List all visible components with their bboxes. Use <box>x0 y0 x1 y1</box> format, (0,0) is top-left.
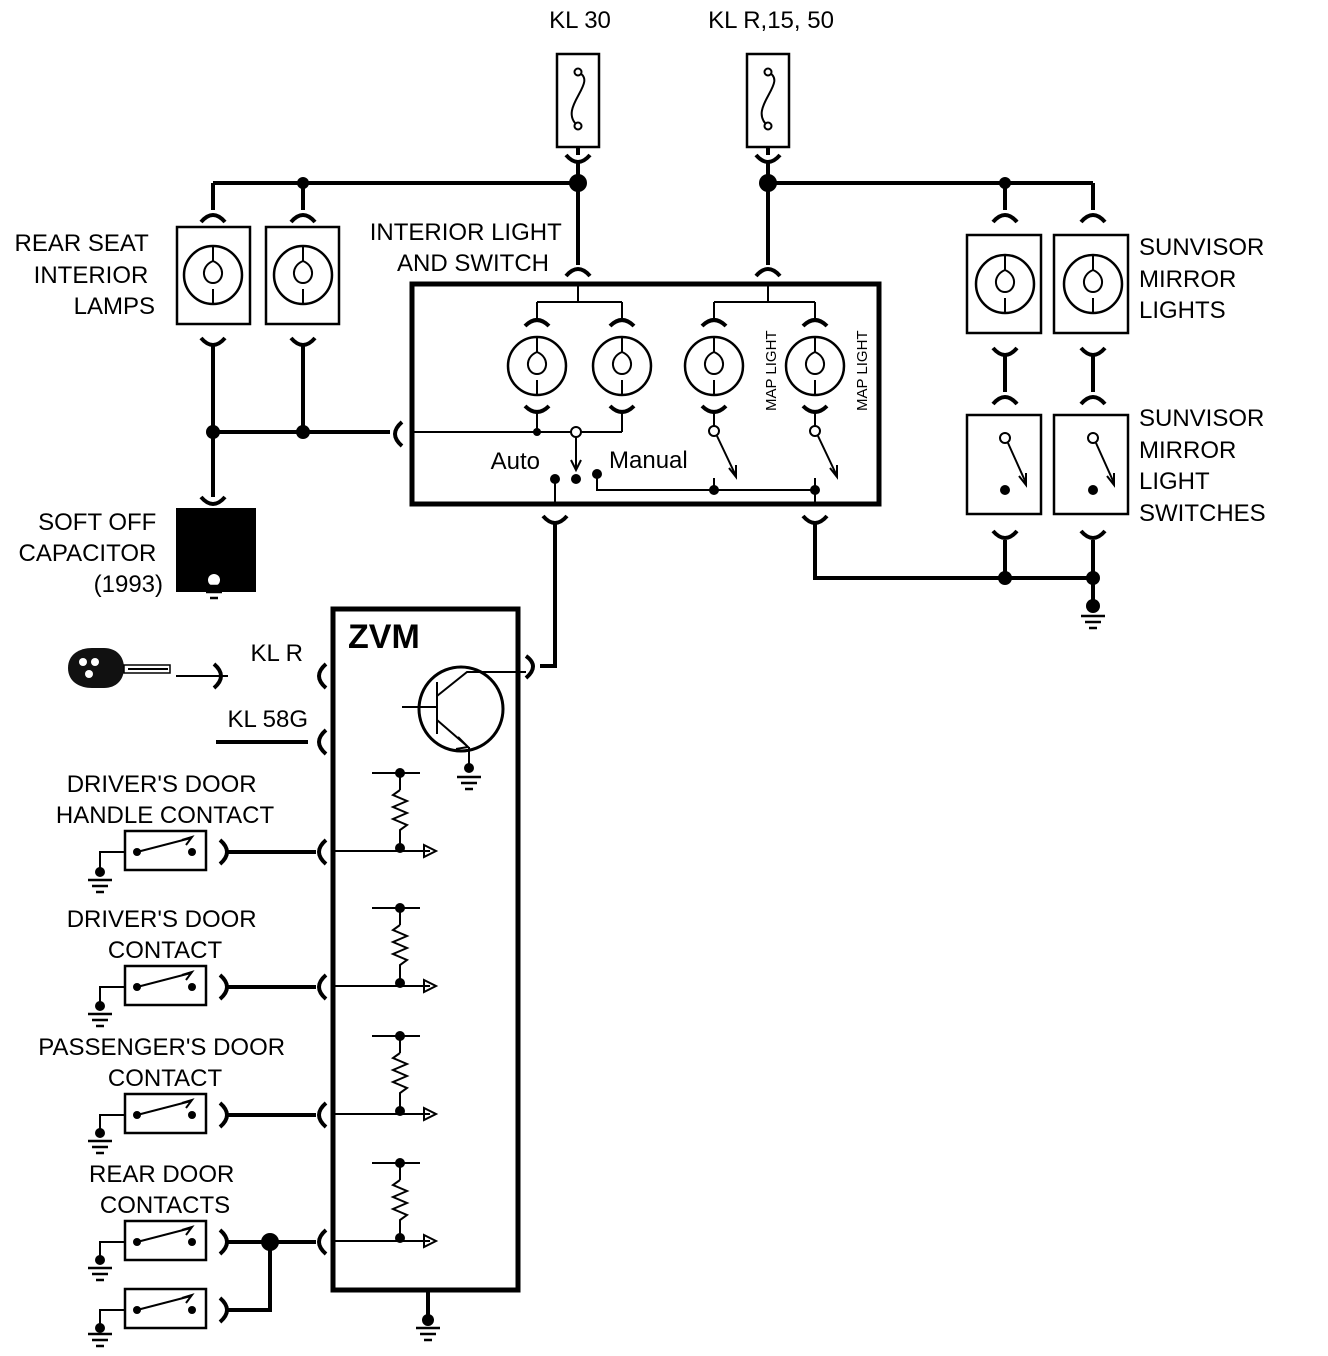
auto-label: Auto <box>491 448 540 475</box>
switch-icon <box>1095 442 1115 488</box>
rear-lamps-return <box>199 336 404 506</box>
drivers-door-contact <box>86 964 328 1028</box>
resistor-icon <box>390 789 410 848</box>
zvm-pullup-4 <box>333 1158 439 1249</box>
switch-icon <box>570 437 582 473</box>
interior-light-outputs <box>524 514 1107 680</box>
fuse-klr1550 <box>745 52 791 164</box>
ground-icon <box>455 775 483 791</box>
map-light-label-1: MAP LIGHT <box>763 330 780 411</box>
ground-icon <box>86 1332 114 1348</box>
sunvisor-wiring <box>991 346 1107 578</box>
ground-icon <box>86 1139 114 1155</box>
rear-seat-lamps-label: REAR SEAT INTERIOR LAMPS <box>15 230 156 320</box>
switch-icon <box>817 435 838 480</box>
drivers-door-contact-label: DRIVER'S DOOR CONTACT <box>67 906 264 964</box>
interior-light-module <box>409 281 882 507</box>
ground-icon <box>86 878 114 894</box>
sunvisor-mirror-light-1 <box>965 233 1043 335</box>
switch-icon <box>136 1225 195 1243</box>
zvm-ground <box>414 1290 442 1342</box>
zvm-label: ZVM <box>348 618 420 656</box>
sunvisor-switch-2 <box>1052 413 1130 516</box>
switch-icon <box>136 835 195 853</box>
rear-seat-lamp-2 <box>264 225 341 326</box>
fuse-kl30 <box>555 52 601 164</box>
soft-off-capacitor-label: SOFT OFF CAPACITOR (1993) <box>19 509 163 598</box>
rear-door-contact-1 <box>86 1219 328 1282</box>
switch-icon <box>716 435 737 480</box>
sunvisor-switch-1 <box>965 413 1043 516</box>
interior-light-label: INTERIOR LIGHT AND SWITCH <box>370 219 568 277</box>
fuse-icon <box>570 71 586 127</box>
sunvisor-lights-label: SUNVISOR MIRROR LIGHTS <box>1139 234 1271 324</box>
zvm-module <box>330 606 521 1293</box>
ground-icon <box>1079 614 1107 630</box>
kl30-label: KL 30 <box>549 7 611 34</box>
resistor-icon <box>390 1179 410 1238</box>
passengers-door-contact-label: PASSENGER'S DOOR CONTACT <box>38 1034 292 1092</box>
soft-off-capacitor <box>176 508 256 600</box>
resistor-icon <box>390 1052 410 1111</box>
transistor-icon <box>402 665 526 791</box>
sunvisor-mirror-light-2 <box>1052 233 1130 335</box>
rear-door-contact-2 <box>86 1242 272 1348</box>
zvm-input-kl58g <box>216 728 328 756</box>
switch-icon <box>136 1098 195 1116</box>
power-bus <box>199 162 1107 278</box>
zvm-pullup-2 <box>333 903 439 994</box>
drivers-door-handle-label: DRIVER'S DOOR HANDLE CONTACT <box>56 771 275 829</box>
interior-light-internals <box>414 284 846 505</box>
ground-icon <box>86 1266 114 1282</box>
map-light-label-2: MAP LIGHT <box>854 330 871 411</box>
zvm-input-klr <box>68 648 328 690</box>
ground-icon <box>86 1012 114 1028</box>
klr-label: KL R <box>251 640 303 667</box>
rear-seat-lamp-1 <box>175 225 252 326</box>
switch-icon <box>1007 442 1027 488</box>
manual-label: Manual <box>609 447 688 474</box>
klr1550-label: KL R,15, 50 <box>708 7 834 34</box>
sunvisor-switches-label: SUNVISOR MIRROR LIGHT SWITCHES <box>1139 405 1271 527</box>
key-icon <box>68 648 124 688</box>
resistor-icon <box>390 924 410 983</box>
zvm-pullup-1 <box>333 768 439 859</box>
switch-icon <box>136 1293 195 1311</box>
zvm-pullup-3 <box>333 1031 439 1122</box>
rear-door-contacts-label: REAR DOOR CONTACTS <box>89 1161 241 1219</box>
ground-icon <box>414 1326 442 1342</box>
kl58g-label: KL 58G <box>228 706 309 733</box>
fuse-icon <box>760 71 776 127</box>
drivers-door-handle-contact <box>86 829 328 894</box>
passengers-door-contact <box>86 1092 328 1155</box>
switch-icon <box>136 970 195 988</box>
